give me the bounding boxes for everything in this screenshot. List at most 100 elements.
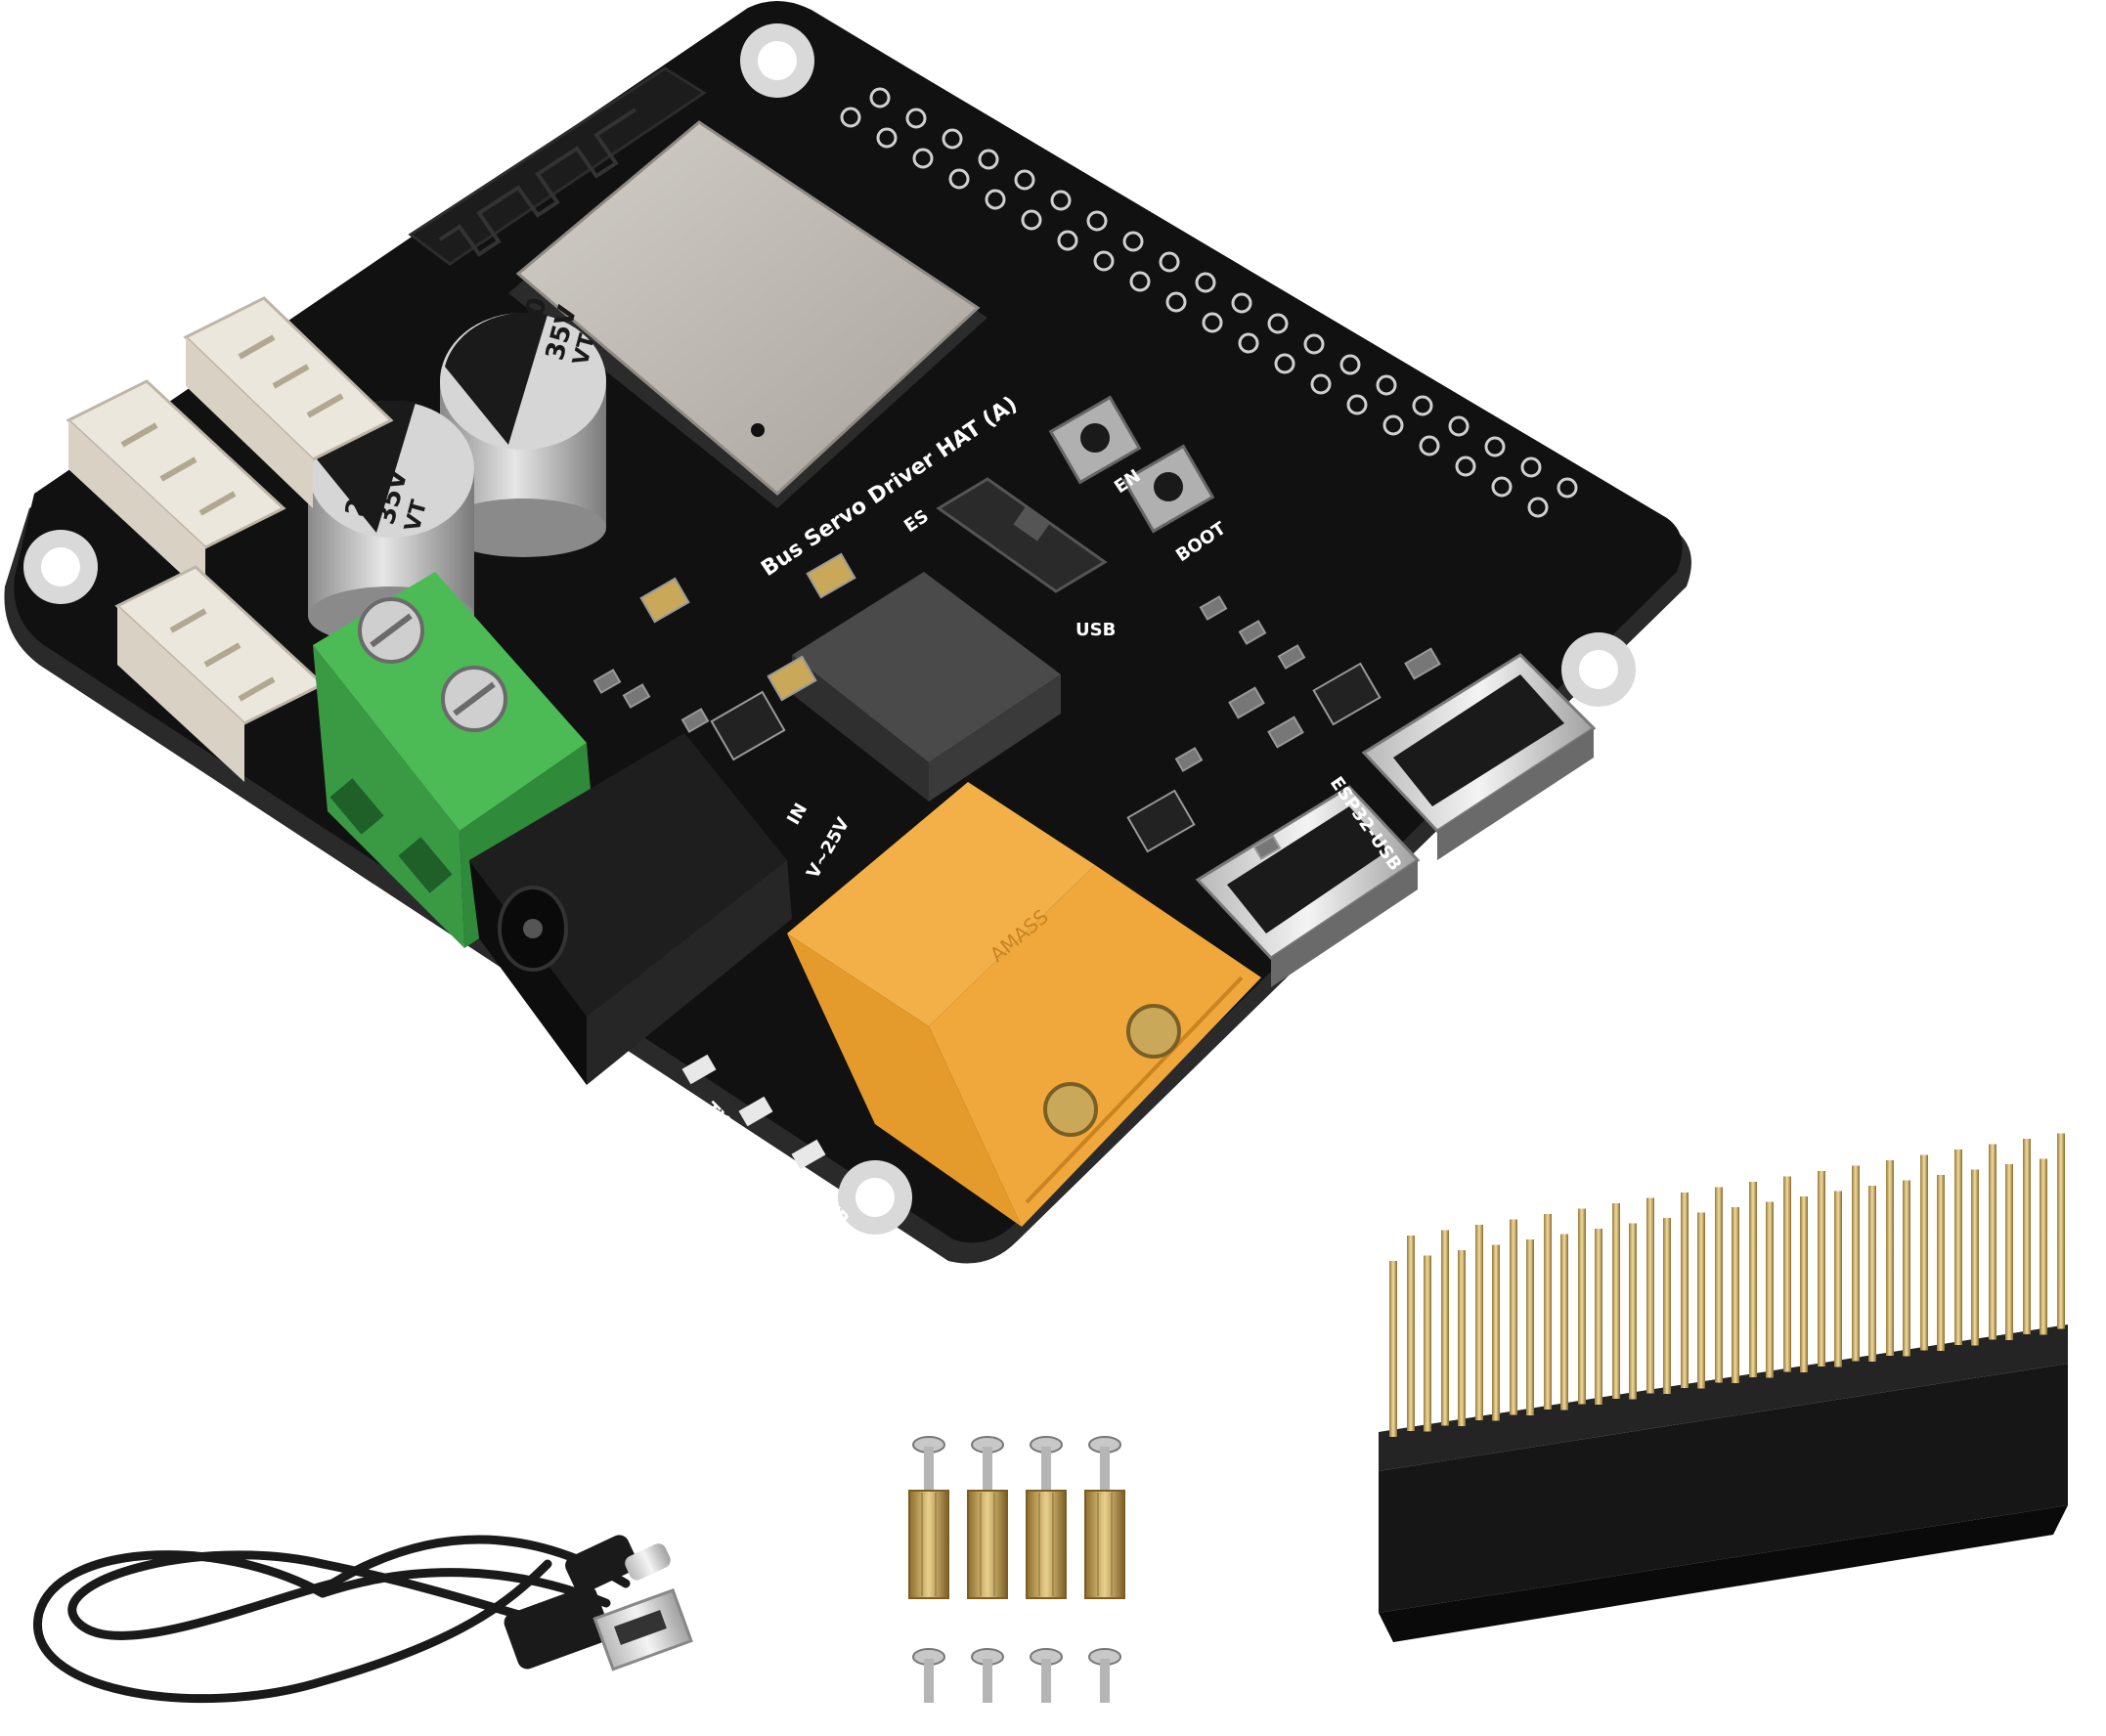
header-pin xyxy=(1852,1165,1860,1362)
smd-part xyxy=(622,683,651,709)
header-pin xyxy=(1629,1223,1637,1400)
header-pin xyxy=(1578,1208,1586,1405)
header-pin xyxy=(1989,1144,1996,1340)
gpio-hole xyxy=(1165,291,1187,313)
header-pin xyxy=(1646,1197,1654,1394)
gpio-hole xyxy=(912,148,934,169)
gpio-hole xyxy=(1267,313,1289,334)
gpio-hole xyxy=(1484,436,1506,457)
smd-part xyxy=(1404,647,1441,680)
gpio-hole xyxy=(985,189,1006,210)
gpio-hole xyxy=(1376,374,1397,396)
gpio-hole xyxy=(1303,333,1325,355)
capacitor-top: 220 35V VT xyxy=(440,295,606,557)
header-pin xyxy=(1818,1171,1825,1367)
switch-label-usb: USB xyxy=(1075,620,1116,640)
header-pin xyxy=(1715,1187,1723,1383)
standoff xyxy=(967,1436,1008,1703)
gpio-hole xyxy=(1346,394,1368,415)
gpio-hole xyxy=(1419,435,1440,456)
header-pin xyxy=(1458,1250,1466,1426)
gpio-hole xyxy=(1455,456,1476,477)
header-pin xyxy=(1424,1255,1431,1432)
gpio-hole xyxy=(942,128,963,150)
standoff xyxy=(1026,1436,1067,1703)
pin-header xyxy=(1379,1133,2068,1642)
header-pin xyxy=(1800,1196,1808,1372)
usb-c-port-usb xyxy=(1361,653,1597,860)
gpio-hole xyxy=(1057,230,1078,251)
gpio-hole xyxy=(1339,354,1361,375)
header-pin xyxy=(1544,1214,1552,1410)
dc-barrel-jack xyxy=(469,733,792,1085)
smd-part xyxy=(1277,644,1306,670)
gpio-hole xyxy=(1202,312,1223,333)
header-pin xyxy=(1749,1182,1757,1377)
servo-driver-board: 220 35V VT 220 35V VT xyxy=(4,1,1691,1264)
smd-part xyxy=(1228,686,1265,719)
header-pin xyxy=(2040,1158,2047,1335)
gpio-hole xyxy=(1093,250,1115,272)
smd-part xyxy=(1252,835,1282,860)
mounting-hole xyxy=(23,530,98,604)
xt60-connector: AMASS xyxy=(787,782,1261,1227)
header-pin xyxy=(1492,1244,1500,1421)
header-pin xyxy=(1475,1225,1483,1420)
gpio-hole-array xyxy=(840,87,1578,518)
header-pin xyxy=(1681,1193,1689,1388)
gpio-hole xyxy=(1448,415,1470,437)
antenna-trace xyxy=(408,66,707,266)
smd-part xyxy=(639,577,690,624)
header-pin xyxy=(1920,1154,1928,1351)
smd-part xyxy=(1126,789,1196,853)
gpio-hole xyxy=(1412,395,1433,416)
servo-connector-1 xyxy=(183,296,394,508)
smd-part xyxy=(1238,620,1267,645)
gpio-hole xyxy=(1310,373,1332,395)
power-inductor xyxy=(792,572,1061,802)
header-pin xyxy=(1510,1219,1517,1415)
gpio-hole xyxy=(1557,477,1578,499)
header-pin xyxy=(2057,1133,2065,1329)
header-pin xyxy=(1766,1201,1774,1378)
mode-switch xyxy=(936,477,1108,593)
gpio-hole xyxy=(948,168,970,190)
header-pin xyxy=(1954,1150,1962,1345)
smd-part xyxy=(1312,662,1382,726)
header-pin xyxy=(1441,1230,1449,1426)
gpio-hole xyxy=(1050,190,1072,211)
gpio-hole xyxy=(978,149,999,170)
gpio-hole xyxy=(1274,353,1295,374)
standoff xyxy=(1084,1436,1125,1703)
header-pin xyxy=(1886,1160,1894,1356)
header-pin xyxy=(1868,1186,1876,1362)
usb-c-port-esp32 xyxy=(1195,785,1421,987)
gpio-hole xyxy=(1382,414,1404,436)
usb-c-plug xyxy=(565,1535,671,1593)
header-pin xyxy=(1783,1176,1791,1372)
header-pin xyxy=(1595,1229,1602,1405)
header-pin xyxy=(1526,1239,1534,1415)
header-pin xyxy=(1732,1207,1739,1383)
mounting-hole xyxy=(1561,632,1636,707)
header-pin xyxy=(1612,1203,1620,1399)
mounting-hole xyxy=(838,1160,912,1235)
gpio-hole xyxy=(1159,251,1180,273)
screw-terminal xyxy=(313,572,596,948)
gpio-hole xyxy=(1014,169,1035,191)
smd-components xyxy=(592,552,1441,860)
servo-connector-3 xyxy=(114,565,326,782)
gpio-hole xyxy=(840,107,861,128)
en-button xyxy=(1048,395,1142,485)
smd-part xyxy=(1174,747,1204,772)
gpio-hole xyxy=(1122,231,1144,252)
header-pin xyxy=(1407,1236,1415,1431)
header-pin xyxy=(1834,1191,1842,1367)
gpio-hole xyxy=(1527,497,1549,518)
header-pin xyxy=(2005,1164,2013,1340)
boot-button xyxy=(1121,444,1215,534)
header-pin xyxy=(1560,1234,1568,1410)
usb-a-plug xyxy=(504,1585,693,1671)
gpio-hole xyxy=(1238,332,1259,354)
